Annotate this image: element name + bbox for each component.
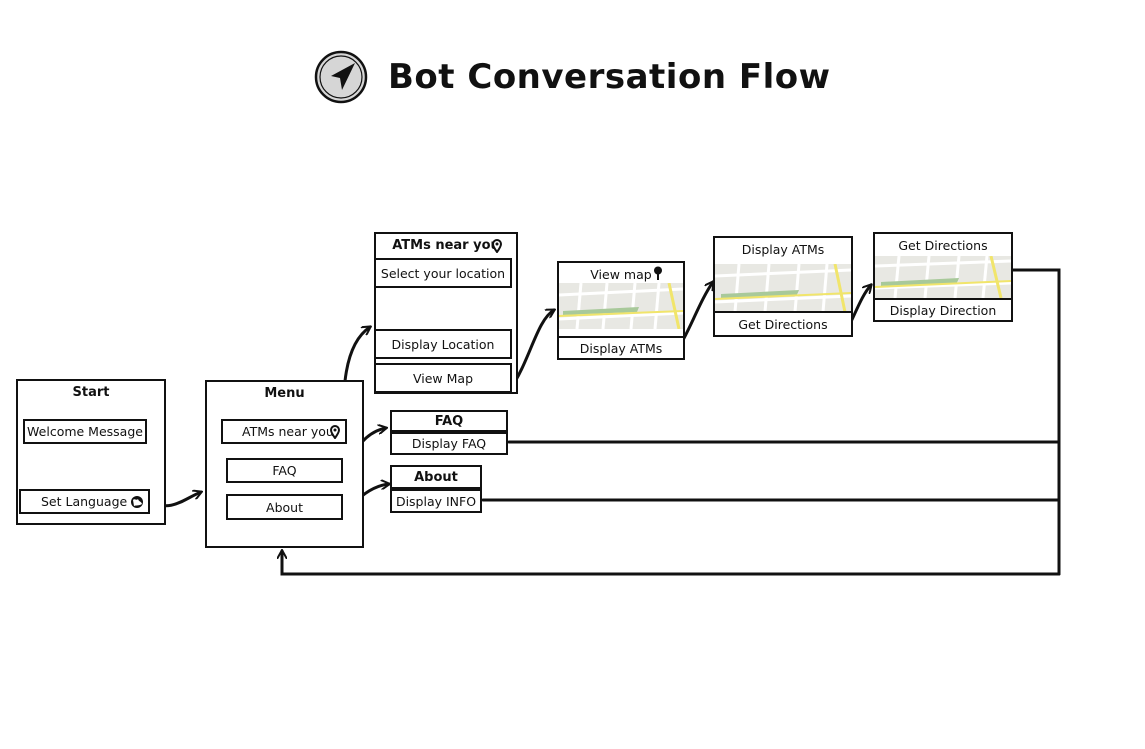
return-line-directions	[1011, 268, 1061, 576]
start-header: Start	[72, 385, 110, 400]
atms-near-you-header: ATMs near you	[392, 238, 500, 253]
display-direction-step: Display Direction	[873, 298, 1013, 322]
view-map-step: View Map	[374, 363, 512, 393]
display-info-step: Display INFO	[390, 489, 482, 513]
map-thumbnail-icon	[715, 264, 851, 312]
menu-atms-label: ATMs near you	[242, 424, 334, 439]
page-title: Bot Conversation Flow	[388, 57, 831, 97]
about-node-header: About	[390, 465, 482, 489]
view-map-header: View map	[590, 267, 652, 282]
set-language-step: Set Language	[19, 489, 150, 514]
faq-node-header: FAQ	[390, 410, 508, 432]
set-language-label: Set Language	[41, 494, 128, 509]
menu-about-option: About	[226, 494, 343, 520]
map-pin-icon	[654, 266, 662, 280]
menu-faq-option: FAQ	[226, 458, 343, 483]
display-location-step: Display Location	[374, 329, 512, 359]
get-directions-step: Get Directions	[713, 311, 853, 337]
display-atms-header: Display ATMs	[741, 242, 825, 257]
menu-header: Menu	[264, 386, 305, 401]
map-thumbnail-icon	[559, 283, 683, 329]
map-thumbnail-icon	[875, 256, 1011, 298]
menu-atms-option: ATMs near you	[221, 419, 347, 444]
select-location-step: Select your location	[374, 258, 512, 288]
title-bar: Bot Conversation Flow	[314, 48, 831, 106]
welcome-message-step: Welcome Message	[23, 419, 147, 444]
get-directions-header: Get Directions	[898, 238, 988, 253]
arrow-return-to-menu	[282, 551, 1061, 576]
navigation-arrow-icon	[314, 50, 368, 104]
location-pin-icon	[492, 239, 502, 253]
location-pin-icon	[330, 425, 340, 439]
globe-icon	[131, 496, 143, 508]
display-atms-step: Display ATMs	[557, 336, 685, 360]
display-faq-step: Display FAQ	[390, 432, 508, 455]
